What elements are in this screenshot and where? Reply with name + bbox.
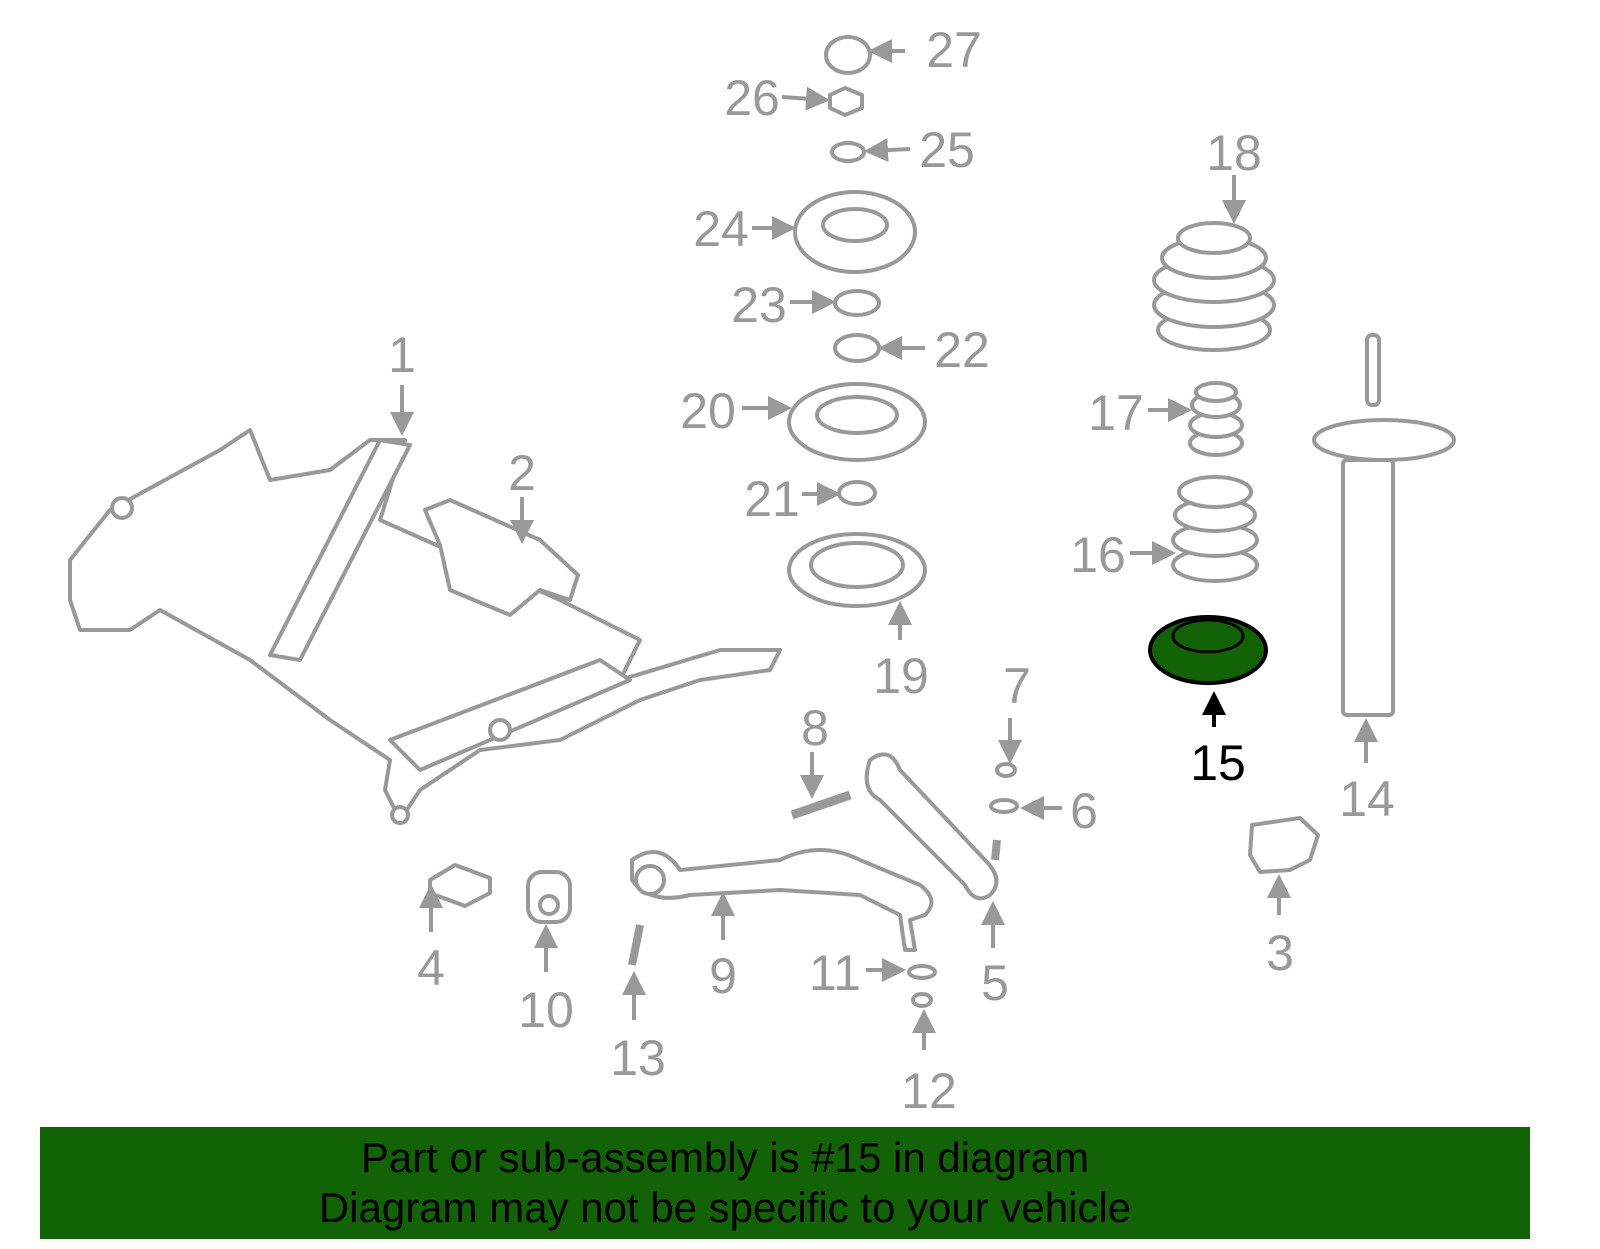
dust-boot-part[interactable]	[1171, 475, 1259, 583]
subframe-part[interactable]	[68, 428, 782, 825]
bolt-part[interactable]	[628, 924, 644, 966]
callout-20: 20	[680, 383, 736, 439]
callout-9: 9	[709, 948, 737, 1004]
washer-part-22[interactable]	[833, 333, 881, 363]
callout-5: 5	[981, 955, 1009, 1011]
callout-19: 19	[873, 648, 929, 704]
callout-16: 16	[1070, 527, 1126, 583]
bolt-part-8[interactable]	[790, 790, 852, 820]
callout-arrows	[390, 39, 1378, 1050]
strut-stack	[787, 35, 927, 608]
callout-1: 1	[388, 327, 416, 383]
washer-part-23[interactable]	[833, 289, 881, 317]
callout-8: 8	[801, 700, 829, 756]
footer-banner: Part or sub-assembly is #15 in diagram D…	[40, 1127, 1530, 1239]
callout-22: 22	[934, 322, 990, 378]
footer-line-1: Part or sub-assembly is #15 in diagram	[360, 1134, 1090, 1181]
callout-14: 14	[1339, 771, 1395, 827]
callout-24: 24	[693, 201, 749, 257]
callout-25: 25	[919, 122, 975, 178]
callout-26: 26	[724, 70, 780, 126]
callout-17: 17	[1088, 385, 1144, 441]
callout-18: 18	[1206, 125, 1262, 181]
pad-part[interactable]	[428, 863, 492, 908]
callout-3: 3	[1266, 925, 1294, 981]
callout-15-highlighted: 15	[1190, 735, 1246, 791]
washer-part-25[interactable]	[830, 141, 866, 163]
bump-stop-part[interactable]	[1188, 381, 1244, 457]
callout-21: 21	[744, 471, 800, 527]
callout-7: 7	[1003, 658, 1031, 714]
strut-part[interactable]	[1312, 333, 1456, 717]
washer-part-11[interactable]	[907, 964, 937, 980]
callout-10: 10	[518, 982, 574, 1038]
footer-line-2: Diagram may not be specific to your vehi…	[318, 1184, 1132, 1231]
callout-13: 13	[610, 1030, 666, 1086]
callout-6: 6	[1070, 783, 1098, 839]
callout-23: 23	[731, 277, 787, 333]
callout-2: 2	[508, 445, 536, 501]
bracket-part[interactable]	[423, 498, 580, 617]
bushing-part[interactable]	[526, 870, 572, 924]
control-arm-part[interactable]	[630, 848, 934, 952]
callout-4: 4	[417, 940, 445, 996]
nut-part-12[interactable]	[911, 992, 933, 1008]
coil-spring-part[interactable]	[1152, 221, 1276, 352]
washer-part-21[interactable]	[837, 480, 877, 506]
bracket-part-3[interactable]	[1248, 816, 1320, 874]
tension-strut-part[interactable]	[864, 752, 999, 901]
cap-part-27[interactable]	[824, 35, 872, 75]
callout-27: 27	[926, 22, 982, 78]
washer-part-6[interactable]	[989, 798, 1019, 814]
spring-pad-part-15-highlighted[interactable]	[1148, 615, 1268, 685]
nut-part-26[interactable]	[828, 86, 864, 117]
nut-part-7[interactable]	[995, 762, 1017, 778]
callout-12: 12	[901, 1063, 957, 1119]
callout-11: 11	[809, 945, 861, 1001]
